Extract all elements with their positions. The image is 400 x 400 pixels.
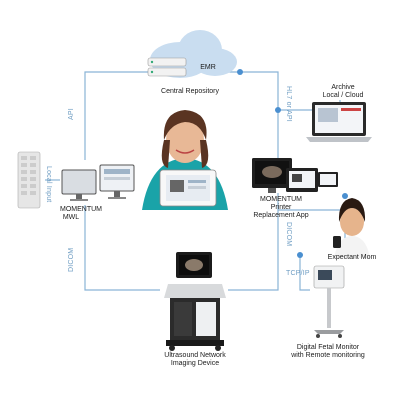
printer-app-caption-line1: MOMENTUM <box>260 196 302 203</box>
clinician-photo <box>142 110 228 210</box>
server-icon <box>147 57 187 77</box>
emr-server-label: EMR <box>200 64 216 71</box>
central-repository-caption: Central Repository <box>161 88 219 95</box>
dot-top-right <box>237 69 243 75</box>
dicom-right-connection-label: DICOM <box>285 222 292 247</box>
hl7-api-connection-label: HL7 or API <box>285 86 292 122</box>
dicom-left-connection-label: DICOM <box>68 247 75 272</box>
dot-right-3 <box>297 252 303 258</box>
keyboard-icon <box>17 151 41 209</box>
cloud-icon <box>150 30 237 78</box>
connector-left <box>84 205 160 291</box>
laptop-icon <box>306 102 372 142</box>
expectant-mom-caption: Expectant Mom <box>327 254 377 261</box>
printer-app-caption-line3: Replacement App <box>253 212 309 219</box>
tcp-ip-connection-label: TCP/IP <box>286 270 310 277</box>
fetal-monitor-caption-line1: Digital Fetal Monitor <box>296 344 360 351</box>
expectant-mom-photo <box>333 198 370 258</box>
archive-caption-line2: Local / Cloud <box>322 92 364 99</box>
mwl-caption-line1: MOMENTUM <box>60 206 102 213</box>
printer-app-caption-line2: Printer <box>270 204 292 211</box>
api-connection-label: API <box>68 108 75 120</box>
connector-top <box>84 71 279 165</box>
mwl-caption-line2: MWL <box>62 214 80 221</box>
local-input-label: Local Input <box>45 166 52 203</box>
monitor-icon <box>61 164 135 201</box>
archive-caption-line1: Archive <box>331 84 355 91</box>
fetal-monitor-icon <box>313 265 345 338</box>
ultrasound-caption-line1: Ultrasound Network <box>164 352 226 359</box>
ultrasound-machine-icon <box>164 252 226 351</box>
dot-right-2 <box>342 193 348 199</box>
printer-app-monitors-icon <box>252 158 338 193</box>
dot-right-1 <box>275 107 281 113</box>
ultrasound-caption-line2: Imaging Device <box>170 360 220 367</box>
connector-monitor <box>299 255 310 291</box>
fetal-monitor-caption-line2: with Remote monitoring <box>291 352 365 359</box>
